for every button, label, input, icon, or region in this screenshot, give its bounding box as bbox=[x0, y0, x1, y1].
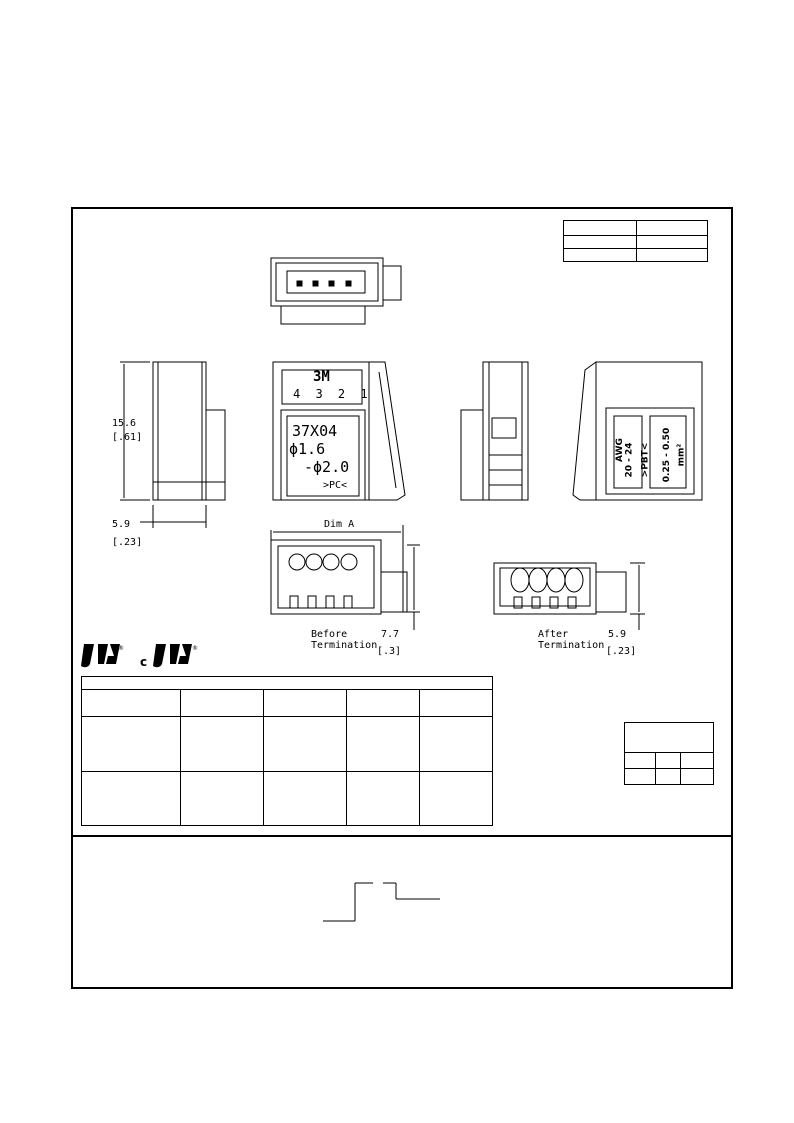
side-label-material: >PBT< bbox=[640, 442, 651, 478]
top-label-brand: 3M bbox=[313, 369, 330, 385]
certification-table bbox=[81, 676, 493, 826]
after-dimension-inch: [.23] bbox=[606, 646, 637, 657]
before-label-1: Before bbox=[311, 629, 348, 640]
svg-text:c: c bbox=[140, 655, 147, 669]
frame-divider bbox=[71, 835, 733, 837]
side-label-awg-range: 20 - 24 bbox=[624, 442, 635, 478]
side-label-awg: AWG bbox=[614, 438, 625, 462]
top-label-positions: 4 3 2 1 bbox=[293, 387, 372, 401]
ul-recognized-mark-icon: ® bbox=[81, 644, 124, 668]
after-label-1: After bbox=[538, 629, 569, 640]
width-dimension-inch: [.23] bbox=[112, 537, 143, 548]
drawing-frame bbox=[71, 207, 733, 989]
svg-text:®: ® bbox=[192, 645, 198, 652]
after-label-2: Termination bbox=[538, 640, 605, 651]
front-label-line-2: ϕ1.6 bbox=[289, 440, 326, 458]
c-ul-recognized-mark-icon: c ® bbox=[140, 644, 198, 669]
before-label-2: Termination bbox=[311, 640, 378, 651]
front-label-line-4: >PC< bbox=[323, 480, 348, 491]
side-label-mm-range: 0.25 - 0.50 bbox=[662, 427, 673, 483]
dim-a-label: Dim A bbox=[324, 519, 355, 530]
height-dimension: 15.6 bbox=[112, 418, 137, 429]
after-dimension: 5.9 bbox=[608, 629, 627, 640]
revision-table bbox=[563, 220, 708, 262]
front-label-line-3: -ϕ2.0 bbox=[304, 458, 350, 476]
front-label-line-1: 37X04 bbox=[292, 422, 338, 440]
width-dimension: 5.9 bbox=[112, 519, 131, 530]
height-dimension-inch: [.61] bbox=[112, 432, 143, 443]
small-spec-table bbox=[624, 722, 714, 785]
before-dimension-inch: [.3] bbox=[377, 646, 402, 657]
svg-text:®: ® bbox=[118, 645, 124, 652]
side-label-mm-unit: mm² bbox=[676, 443, 687, 467]
before-dimension: 7.7 bbox=[381, 629, 400, 640]
